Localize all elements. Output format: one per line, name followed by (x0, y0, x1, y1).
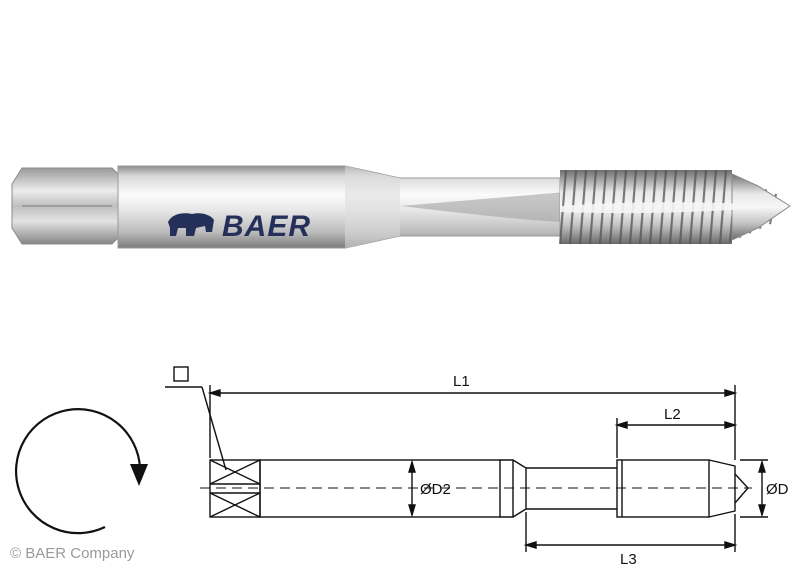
drawing-shank (259, 459, 501, 518)
tap-photo: BAER (11, 165, 791, 249)
label-l2: L2 (664, 406, 681, 423)
brand-logo: BAER (168, 210, 311, 243)
dimension-l3 (523, 512, 738, 552)
label-l3: L3 (620, 551, 637, 568)
drawing-thread (616, 459, 710, 518)
tap-flute (400, 192, 565, 222)
copyright-text: © BAER Company (10, 545, 135, 562)
label-d: ØD (766, 481, 789, 498)
label-l1: L1 (453, 373, 470, 390)
dimension-d2 (408, 459, 416, 518)
brand-text: BAER (222, 210, 311, 243)
square-symbol-icon (173, 366, 189, 382)
dimension-l2 (614, 418, 738, 458)
label-d2: ØD2 (420, 481, 451, 498)
bear-icon (168, 213, 214, 236)
tap-drawing (15, 366, 768, 552)
clockwise-rotation-icon (15, 408, 148, 535)
dimension-d (740, 459, 768, 518)
dimension-l1 (207, 385, 738, 460)
